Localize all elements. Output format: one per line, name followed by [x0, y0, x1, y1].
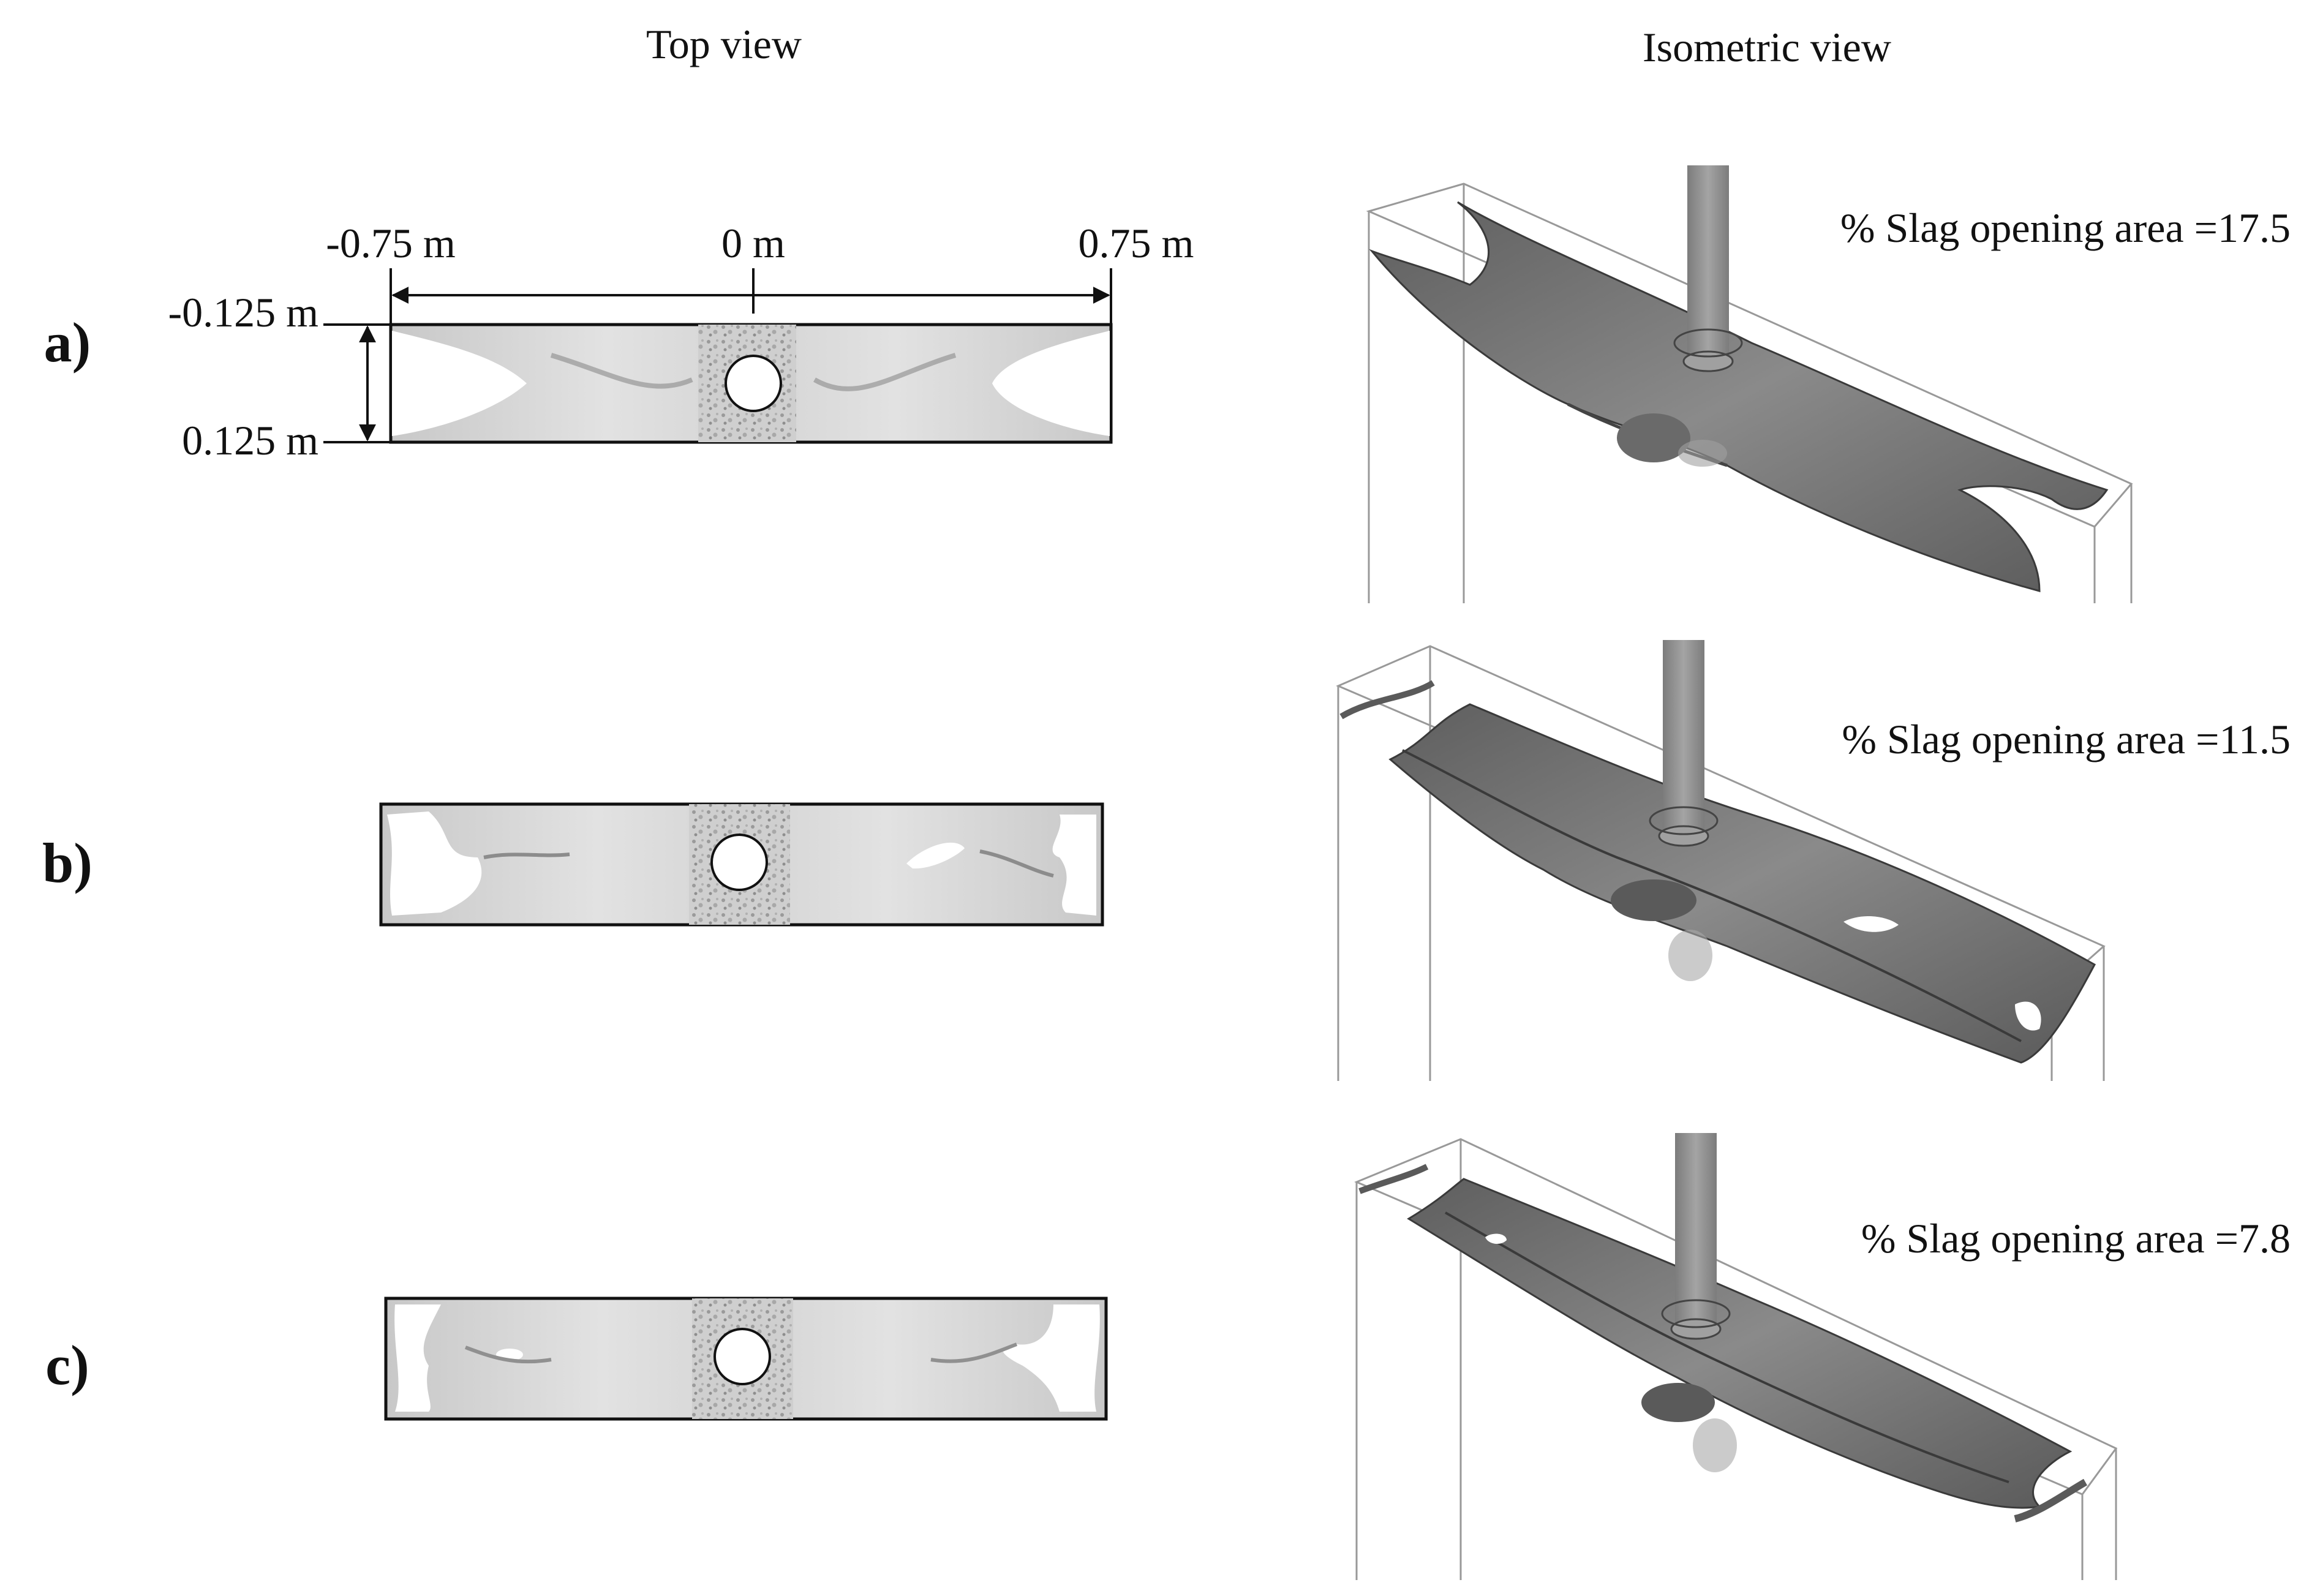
x-right-label: 0.75 m — [1079, 220, 1194, 266]
nozzle — [1663, 640, 1704, 836]
nozzle-port — [710, 834, 768, 891]
nozzle — [1675, 1133, 1717, 1329]
slag-area-annotation-c: % Slag opening area =7.8 — [1861, 1215, 2291, 1262]
top-view-a — [389, 323, 1113, 444]
nozzle-port — [714, 1328, 771, 1385]
row-label-c: c) — [45, 1334, 89, 1396]
slag-opening-left — [394, 1304, 441, 1412]
isometric-view-b — [1336, 640, 2106, 1081]
slag-opening-left — [392, 331, 527, 436]
row-label-b: b) — [42, 832, 92, 894]
slag-opening-island — [906, 842, 965, 869]
x-left-label: -0.75 m — [326, 220, 456, 266]
slag-area-annotation-a: % Slag opening area =17.5 — [1840, 205, 2291, 251]
slag-opening-right — [1052, 815, 1096, 916]
slag-opening-left — [387, 811, 482, 916]
slag-area-annotation-b: % Slag opening area =11.5 — [1842, 716, 2291, 762]
top-view-c — [384, 1297, 1108, 1421]
isometric-view-header: Isometric view — [1643, 24, 1891, 70]
slag-surface — [1407, 1178, 2073, 1509]
x-center-label: 0 m — [721, 220, 785, 266]
isometric-view-c — [1354, 1133, 2118, 1580]
nozzle — [1687, 165, 1729, 361]
y-bottom-label: 0.125 m — [182, 417, 318, 464]
isometric-view-a — [1366, 165, 2133, 603]
slag-opening — [2015, 1001, 2041, 1031]
slag-surface — [1388, 703, 2096, 1064]
row-label-a: a) — [44, 311, 91, 374]
slag-opening — [1843, 916, 1899, 932]
y-top-label: -0.125 m — [168, 289, 318, 336]
top-view-header: Top view — [646, 21, 802, 67]
dimension-annotations: -0.75 m 0 m 0.75 m -0.125 m 0.125 m — [168, 220, 1194, 464]
slag-opening — [1485, 1233, 1507, 1244]
slag-opening-right — [992, 331, 1110, 436]
nozzle-port — [725, 355, 782, 412]
top-view-b — [379, 802, 1104, 927]
slag-opening-right — [1003, 1304, 1100, 1412]
